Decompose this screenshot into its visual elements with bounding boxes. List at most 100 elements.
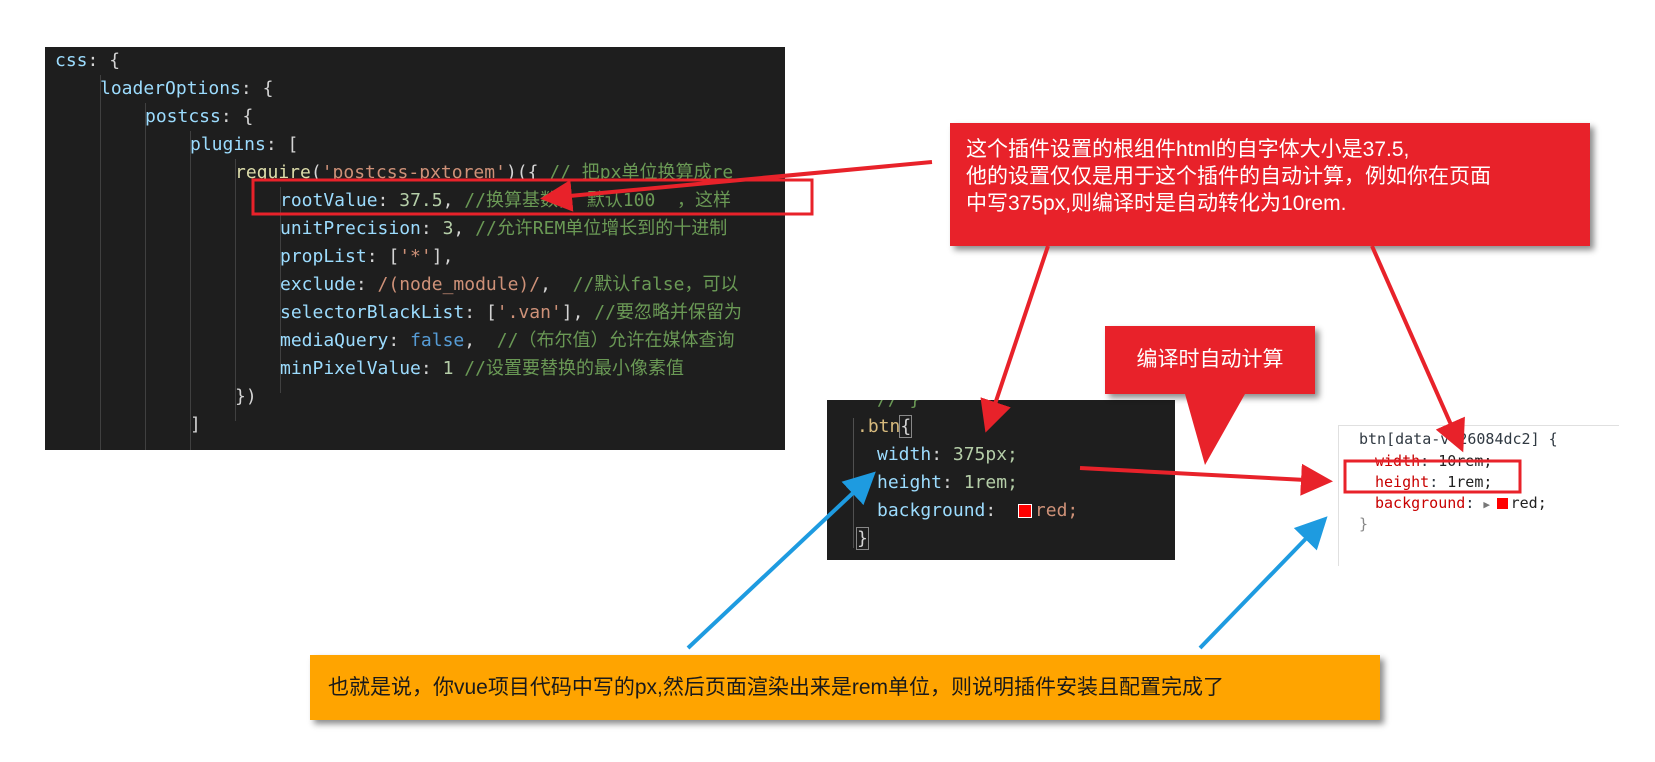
code-key: background bbox=[877, 500, 986, 521]
code-key: minPixelValue bbox=[280, 358, 421, 379]
code-comment: //要忽略并保留为 bbox=[594, 302, 742, 323]
code-line-unit-precision: unitPrecision: 3, //允许REM单位增长到的十进制 bbox=[280, 215, 727, 243]
callout-text: 也就是说，你vue项目代码中写的px,然后页面渲染出来是rem单位，则说明插件安… bbox=[328, 676, 1225, 699]
devtools-prop-value: 1rem; bbox=[1447, 473, 1493, 491]
code-punct: : bbox=[420, 358, 443, 379]
code-key: selectorBlackList bbox=[280, 302, 465, 323]
code-line-close-call: }) bbox=[235, 383, 257, 411]
code-punct: : [ bbox=[366, 246, 400, 267]
code-punct: : { bbox=[220, 106, 254, 127]
code-line-close-array: ] bbox=[190, 411, 201, 439]
code-punct: : bbox=[377, 190, 400, 211]
code-punct: : bbox=[355, 274, 378, 295]
color-swatch-icon[interactable] bbox=[1017, 504, 1032, 518]
devtools-colon: : bbox=[1429, 473, 1448, 491]
code-string: '*' bbox=[399, 246, 432, 267]
snippet-width-line: width: 375px; bbox=[877, 441, 1018, 469]
summary-callout: 也就是说，你vue项目代码中写的px,然后页面渲染出来是rem单位，则说明插件安… bbox=[310, 655, 1380, 720]
code-punct: }) bbox=[235, 386, 257, 407]
code-punct bbox=[453, 358, 464, 379]
code-number: 3 bbox=[442, 218, 454, 239]
code-comment: //（布尔值）允许在媒体查询 bbox=[496, 330, 735, 351]
code-punct: , bbox=[540, 274, 573, 295]
code-comment: //设置要替换的最小像素值 bbox=[464, 358, 684, 379]
devtools-prop-name: background bbox=[1375, 494, 1466, 512]
code-comment: //默认false，可以 bbox=[572, 274, 739, 295]
devtools-prop-value: 10rem; bbox=[1438, 452, 1493, 470]
postcss-config-code-editor: css: { loaderOptions: { postcss: { plugi… bbox=[45, 47, 785, 450]
snippet-close-brace: } bbox=[856, 525, 869, 553]
code-punct: : bbox=[420, 218, 443, 239]
expand-triangle-icon[interactable]: ▶ bbox=[1483, 498, 1497, 511]
code-line-selector-black-list: selectorBlackList: ['.van'], //要忽略并保留为 bbox=[280, 299, 742, 327]
code-selector: .btn bbox=[857, 416, 901, 437]
callout-text: 编译时自动计算 bbox=[1136, 348, 1284, 371]
code-line-exclude: exclude: /(node_module)/, //默认false，可以 bbox=[280, 271, 738, 299]
code-comment: //换算基数， 默认100 ，这样 bbox=[464, 190, 731, 211]
code-punct: : bbox=[985, 500, 1018, 521]
devtools-close-text: } bbox=[1359, 515, 1369, 533]
code-number: 375px; bbox=[952, 444, 1018, 465]
code-punct: : bbox=[942, 472, 964, 493]
code-key: css bbox=[55, 50, 88, 71]
devtools-styles-panel: btn[data-v-26084dc2] { width: 10rem; hei… bbox=[1338, 425, 1619, 566]
code-number: 37.5 bbox=[399, 190, 443, 211]
indent-guide bbox=[100, 75, 101, 450]
code-punct: { bbox=[899, 415, 913, 438]
callout-line: 他的设置仅仅是用于这个插件的自动计算，例如你在页面 bbox=[966, 165, 1491, 188]
code-string: '.van' bbox=[496, 302, 562, 323]
code-key: loaderOptions bbox=[100, 78, 241, 99]
code-punct: : bbox=[388, 330, 411, 351]
devtools-height-declaration[interactable]: height: 1rem; bbox=[1375, 471, 1492, 493]
code-punct: ] bbox=[190, 414, 201, 435]
compile-callout-tail bbox=[1185, 394, 1245, 465]
code-punct: : [ bbox=[265, 134, 299, 155]
code-punct: : { bbox=[87, 50, 121, 71]
devtools-width-declaration[interactable]: width: 10rem; bbox=[1375, 450, 1492, 472]
arrow-callout-to-snippet bbox=[980, 245, 1050, 433]
code-key: postcss bbox=[145, 106, 221, 127]
snippet-partial-comment: // } bbox=[877, 400, 920, 414]
devtools-colon: : bbox=[1465, 494, 1484, 512]
devtools-prop-name: height bbox=[1375, 473, 1430, 491]
devtools-selector-text: btn[data-v-26084dc2] { bbox=[1359, 430, 1558, 448]
code-key: propList bbox=[280, 246, 367, 267]
code-number: 1rem; bbox=[963, 472, 1018, 493]
code-key: width bbox=[877, 444, 932, 465]
code-punct: ( bbox=[310, 162, 322, 183]
code-line-css: css: { bbox=[55, 47, 120, 75]
color-swatch-icon[interactable] bbox=[1496, 498, 1508, 509]
btn-style-code-snippet: // } .btn{ width: 375px; height: 1rem; b… bbox=[827, 400, 1175, 560]
code-number: 1 bbox=[442, 358, 454, 379]
code-punct: , bbox=[442, 190, 465, 211]
devtools-close-brace: } bbox=[1359, 513, 1368, 535]
code-value: red; bbox=[1034, 500, 1079, 521]
code-key: exclude bbox=[280, 274, 356, 295]
code-key: height bbox=[877, 472, 943, 493]
indent-guide bbox=[235, 159, 236, 421]
code-key: mediaQuery bbox=[280, 330, 389, 351]
indent-guide bbox=[190, 131, 191, 450]
devtools-selector[interactable]: btn[data-v-26084dc2] { bbox=[1359, 428, 1558, 450]
arrow-callout-to-devtools bbox=[1370, 245, 1465, 453]
code-key: unitPrecision bbox=[280, 218, 421, 239]
arrow-summary-to-devtools bbox=[1198, 516, 1328, 650]
indent-guide bbox=[145, 103, 146, 450]
callout-line: 这个插件设置的根组件html的自字体大小是37.5, bbox=[966, 138, 1410, 161]
snippet-height-line: height: 1rem; bbox=[877, 469, 1018, 497]
code-line-root-value: rootValue: 37.5, //换算基数， 默认100 ，这样 bbox=[280, 187, 731, 215]
indent-guide bbox=[280, 187, 281, 393]
code-comment: //允许REM单位增长到的十进制 bbox=[475, 218, 728, 239]
code-punct: ], bbox=[431, 246, 454, 267]
code-line-plugins: plugins: [ bbox=[190, 131, 298, 159]
code-comment: // } bbox=[877, 400, 920, 410]
code-line-media-query: mediaQuery: false, //（布尔值）允许在媒体查询 bbox=[280, 327, 734, 355]
devtools-prop-value: red; bbox=[1510, 494, 1547, 512]
code-regex: /(node_module)/ bbox=[377, 274, 541, 295]
code-line-prop-list: propList: ['*'], bbox=[280, 243, 453, 271]
indent-guide bbox=[853, 418, 854, 548]
code-key: plugins bbox=[190, 134, 266, 155]
code-punct: : [ bbox=[464, 302, 497, 323]
devtools-background-declaration[interactable]: background: ▶ red; bbox=[1375, 492, 1547, 514]
code-comment: // 把px单位换算成re bbox=[549, 162, 734, 183]
